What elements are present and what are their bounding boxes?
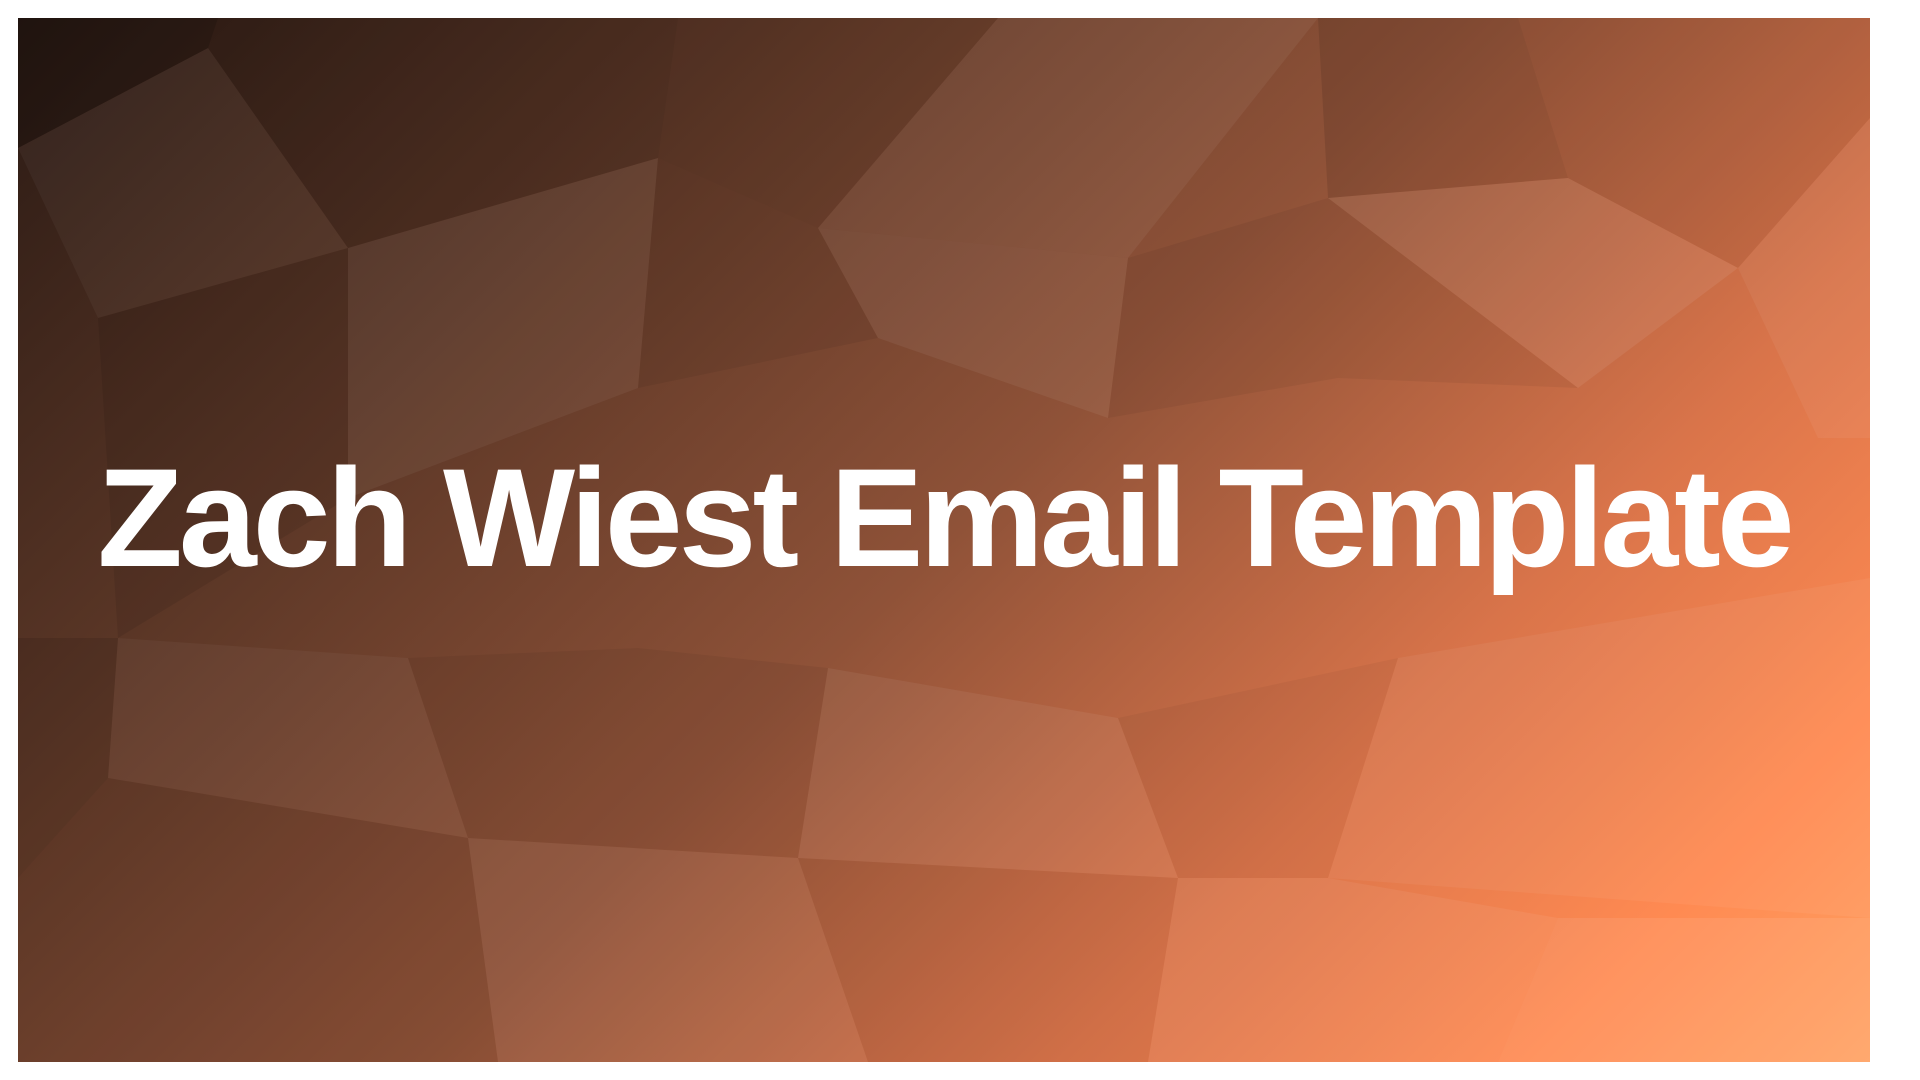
banner-title: Zach Wiest Email Template xyxy=(97,439,1794,596)
low-poly-background xyxy=(18,18,1870,1062)
hero-banner: Zach Wiest Email Template xyxy=(18,18,1870,1062)
